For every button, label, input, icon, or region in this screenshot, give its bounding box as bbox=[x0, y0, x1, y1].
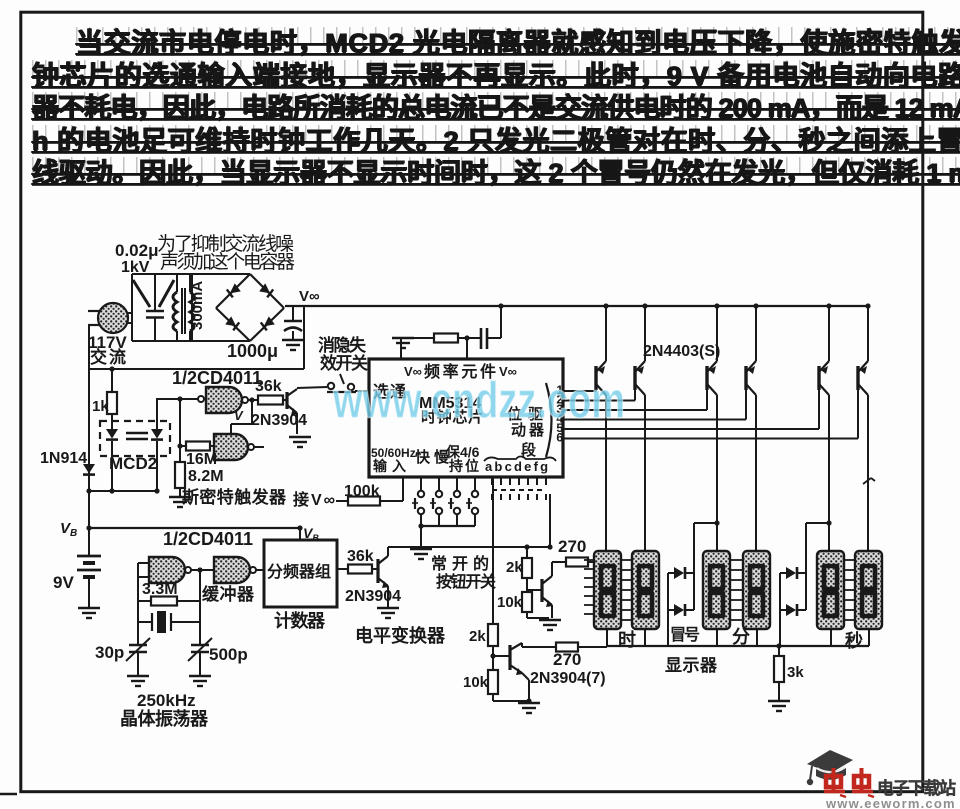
svg-text:abcdefg: abcdefg bbox=[485, 459, 550, 474]
svg-text:接V∞: 接V∞ bbox=[293, 490, 335, 509]
svg-text:1000μ: 1000μ bbox=[227, 341, 278, 361]
svg-text:50/60Hz: 50/60Hz bbox=[371, 446, 416, 460]
svg-text:V∞: V∞ bbox=[499, 364, 517, 379]
svg-text:冒号: 冒号 bbox=[670, 626, 700, 644]
svg-text:1/2CD4011: 1/2CD4011 bbox=[163, 529, 253, 549]
svg-text:5: 5 bbox=[556, 421, 563, 435]
svg-text:消隐失: 消隐失 bbox=[318, 335, 367, 355]
svg-text:MCD2: MCD2 bbox=[109, 454, 157, 473]
svg-text:缓冲器: 缓冲器 bbox=[202, 584, 255, 604]
svg-text:V: V bbox=[234, 408, 244, 423]
svg-text:300mA: 300mA bbox=[189, 281, 206, 330]
svg-text:输入: 输入 bbox=[373, 458, 406, 474]
svg-text:9V: 9V bbox=[53, 573, 74, 592]
svg-text:2N3904(7): 2N3904(7) bbox=[530, 670, 606, 687]
svg-text:计数器: 计数器 bbox=[274, 610, 326, 631]
svg-text:270: 270 bbox=[558, 537, 586, 556]
svg-text:0.02μ: 0.02μ bbox=[115, 241, 159, 260]
svg-text:电平变换器: 电平变换器 bbox=[355, 625, 446, 646]
svg-text:显示器: 显示器 bbox=[665, 656, 718, 675]
svg-text:MM5314: MM5314 bbox=[419, 395, 481, 412]
svg-text:36k: 36k bbox=[255, 378, 282, 395]
svg-text:保4/6: 保4/6 bbox=[445, 444, 480, 460]
svg-text:16M: 16M bbox=[186, 451, 217, 468]
svg-text:3k: 3k bbox=[787, 664, 804, 681]
svg-text:声须加这个电容器: 声须加这个电容器 bbox=[160, 251, 295, 273]
svg-text:时钟芯片: 时钟芯片 bbox=[421, 408, 483, 426]
svg-text:V∞: V∞ bbox=[404, 364, 422, 379]
svg-text:秒: 秒 bbox=[845, 630, 863, 651]
svg-text:1/2CD4011: 1/2CD4011 bbox=[172, 368, 262, 388]
svg-text:快慢: 快慢 bbox=[415, 448, 450, 466]
svg-text:选通: 选通 bbox=[373, 383, 406, 401]
svg-text:电子下载站: 电子下载站 bbox=[877, 779, 956, 798]
svg-text:117V: 117V bbox=[88, 333, 127, 352]
svg-text:2N4403(S): 2N4403(S) bbox=[643, 343, 720, 360]
svg-text:分: 分 bbox=[732, 627, 750, 647]
svg-text:分频器组: 分频器组 bbox=[267, 562, 331, 581]
svg-text:3: 3 bbox=[556, 402, 563, 416]
svg-text:2k: 2k bbox=[506, 559, 523, 576]
svg-text:8.2M: 8.2M bbox=[188, 468, 224, 485]
svg-text:30p: 30p bbox=[95, 643, 124, 662]
svg-text:1kV: 1kV bbox=[121, 259, 150, 276]
svg-text:2N3904: 2N3904 bbox=[251, 412, 307, 429]
svg-text:10k: 10k bbox=[463, 674, 489, 691]
svg-text:为了抑制交流线噪: 为了抑制交流线噪 bbox=[157, 233, 294, 255]
svg-text:3.3M: 3.3M bbox=[142, 581, 178, 598]
svg-text:1N914: 1N914 bbox=[40, 450, 87, 467]
svg-text:www.eeworm.com: www.eeworm.com bbox=[825, 796, 956, 809]
svg-text:250kHz: 250kHz bbox=[137, 691, 196, 710]
svg-text:270: 270 bbox=[553, 650, 581, 669]
svg-text:1: 1 bbox=[556, 383, 563, 397]
svg-text:时: 时 bbox=[618, 630, 636, 650]
svg-text:2: 2 bbox=[556, 393, 563, 407]
svg-text:斯密特触发器: 斯密特触发器 bbox=[182, 487, 287, 507]
svg-text:持位: 持位 bbox=[449, 458, 479, 474]
svg-text:4: 4 bbox=[556, 412, 563, 426]
svg-text:2N3904: 2N3904 bbox=[345, 588, 401, 605]
svg-text:100k: 100k bbox=[344, 483, 380, 500]
svg-text:36k: 36k bbox=[347, 548, 374, 565]
svg-text:1k: 1k bbox=[92, 398, 109, 415]
svg-text:500p: 500p bbox=[209, 645, 248, 664]
svg-text:10k: 10k bbox=[497, 594, 523, 611]
svg-text:2k: 2k bbox=[469, 628, 486, 645]
svg-text:按钮开关: 按钮开关 bbox=[436, 572, 496, 591]
svg-text:段: 段 bbox=[521, 441, 536, 459]
svg-text:VB: VB bbox=[60, 520, 77, 539]
svg-text:常开的: 常开的 bbox=[431, 554, 489, 573]
svg-text:6: 6 bbox=[556, 431, 563, 445]
svg-text:效开关: 效开关 bbox=[320, 353, 368, 373]
svg-text:VB: VB bbox=[303, 525, 319, 543]
svg-text:晶体振荡器: 晶体振荡器 bbox=[120, 708, 209, 729]
svg-text:V∞: V∞ bbox=[299, 288, 320, 305]
